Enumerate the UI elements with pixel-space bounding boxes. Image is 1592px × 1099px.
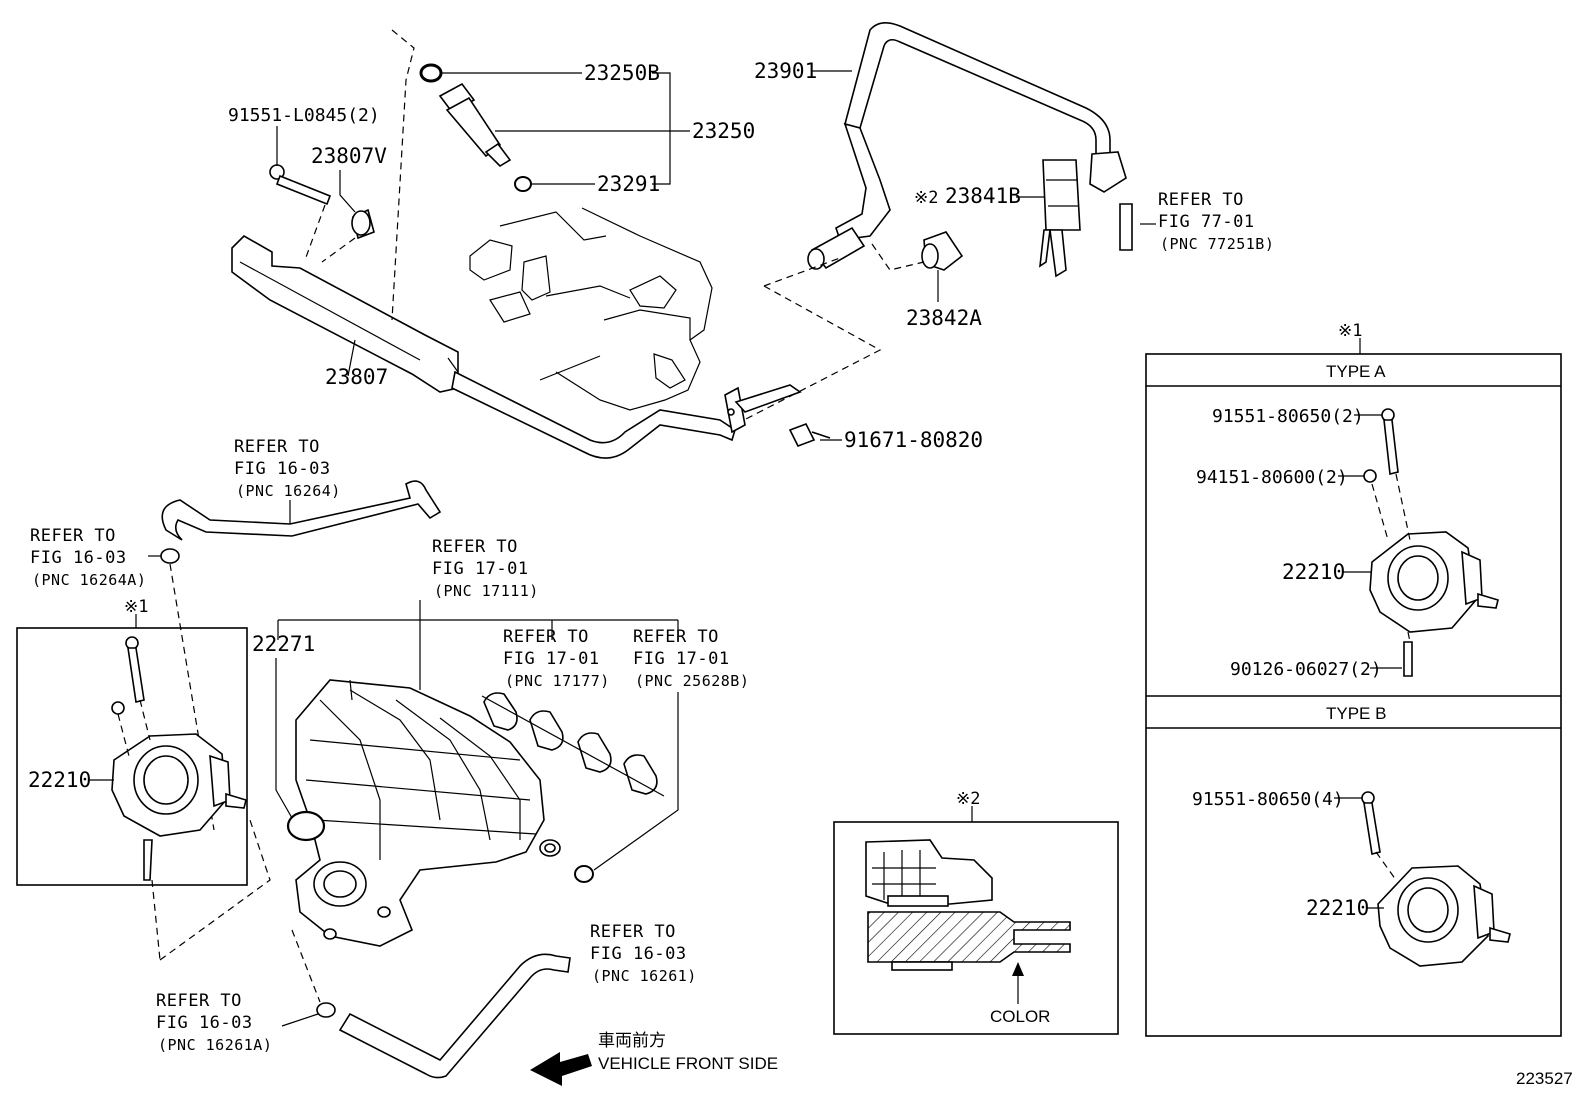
connector-23841b[interactable] bbox=[1039, 159, 1081, 278]
hose-end-77251b bbox=[1119, 203, 1133, 251]
type-a-title: TYPE A bbox=[1326, 362, 1386, 381]
label-91671-80820: 91671-80820 bbox=[844, 428, 983, 452]
throttle-types-box bbox=[1145, 353, 1562, 1037]
gasket-22271[interactable] bbox=[286, 810, 326, 842]
ref-77-line1: REFER TO bbox=[1158, 190, 1244, 210]
label-22210-type-a: 22210 bbox=[1282, 560, 1345, 584]
injector-o-ring-23250b[interactable] bbox=[419, 63, 443, 83]
throttle-body-22210-type-a[interactable] bbox=[1363, 408, 1499, 677]
ref-17111-line3: (PNC 17111) bbox=[434, 582, 539, 600]
bolt-91551-l0845[interactable] bbox=[269, 164, 332, 206]
mark-23841b: ※2 bbox=[914, 188, 938, 208]
ref-25628b-line3: (PNC 25628B) bbox=[635, 672, 749, 690]
hose-16261 bbox=[338, 953, 571, 1079]
fuel-delivery-pipe-23807[interactable] bbox=[231, 235, 802, 459]
label-22271: 22271 bbox=[252, 632, 315, 656]
figure-id: 223527 bbox=[1516, 1069, 1573, 1088]
collar-23807v[interactable] bbox=[351, 208, 375, 240]
label-22210-type-b: 22210 bbox=[1306, 896, 1369, 920]
bolt-91671-80820[interactable] bbox=[788, 422, 831, 448]
vehicle-front-arrow-icon bbox=[530, 1052, 592, 1086]
color-detail-box bbox=[833, 821, 1119, 1035]
clamp-16264a bbox=[160, 548, 180, 564]
ref-16261a-line2: FIG 16-03 bbox=[156, 1013, 253, 1033]
ref-16261-line3: (PNC 16261) bbox=[592, 967, 697, 985]
ref-16261a-line3: (PNC 16261A) bbox=[158, 1036, 272, 1054]
ref-77-line3: (PNC 77251B) bbox=[1160, 235, 1274, 253]
label-91551-80650-a: 91551-80650(2) bbox=[1212, 406, 1364, 427]
ref-77-line2: FIG 77-01 bbox=[1158, 212, 1255, 232]
label-91551-l0845: 91551-L0845(2) bbox=[228, 105, 380, 126]
ref-16264a-line2: FIG 16-03 bbox=[30, 548, 127, 568]
throttle-box-left bbox=[16, 627, 248, 886]
o-ring-25628b bbox=[574, 865, 594, 883]
color-label: COLOR bbox=[990, 1007, 1050, 1026]
fuel-injector-23250[interactable] bbox=[438, 82, 512, 168]
clip-23842a[interactable] bbox=[921, 231, 964, 271]
throttle-body-22210-type-b[interactable] bbox=[1361, 791, 1511, 967]
intake-manifold-17111 bbox=[295, 679, 545, 947]
ref-16264-line2: FIG 16-03 bbox=[234, 459, 331, 479]
type-b-title: TYPE B bbox=[1326, 704, 1386, 723]
mark1-left: ※1 bbox=[124, 597, 148, 617]
ref-17177-line3: (PNC 17177) bbox=[505, 672, 610, 690]
ref-16264a-line3: (PNC 16264A) bbox=[32, 571, 146, 589]
ref-25628b-line1: REFER TO bbox=[633, 627, 719, 647]
label-23841b: 23841B bbox=[945, 184, 1021, 208]
color-marking-hatched bbox=[867, 911, 1071, 971]
fuel-hose-23901[interactable] bbox=[807, 22, 1127, 270]
ref-17177-line2: FIG 17-01 bbox=[503, 649, 600, 669]
ref-17111-line2: FIG 17-01 bbox=[432, 559, 529, 579]
direction-en: VEHICLE FRONT SIDE bbox=[598, 1054, 778, 1073]
ref-16264-line1: REFER TO bbox=[234, 437, 320, 457]
throttle-body-22210-left[interactable] bbox=[111, 636, 247, 881]
label-23807: 23807 bbox=[325, 365, 388, 389]
engine-head-context bbox=[469, 207, 713, 411]
clamp-16261a bbox=[316, 1002, 336, 1018]
color-pointer-arrow-icon bbox=[1012, 962, 1024, 1004]
label-23807v: 23807V bbox=[311, 144, 387, 168]
ref-16264a-line1: REFER TO bbox=[30, 526, 116, 546]
intake-gasket-17177 bbox=[481, 692, 665, 857]
label-22210-left: 22210 bbox=[28, 768, 91, 792]
ref-16261-line1: REFER TO bbox=[590, 922, 676, 942]
label-90126-06027-a: 90126-06027(2) bbox=[1230, 659, 1382, 680]
label-23842a: 23842A bbox=[906, 306, 982, 330]
hose-16264 bbox=[161, 480, 442, 541]
mark1-title: ※1 bbox=[1338, 321, 1362, 341]
ref-16264-line3: (PNC 16264) bbox=[236, 482, 341, 500]
label-23291: 23291 bbox=[597, 172, 660, 196]
injector-seal-23291[interactable] bbox=[514, 176, 532, 192]
direction-jp: 車両前方 bbox=[598, 1031, 666, 1050]
label-23901: 23901 bbox=[754, 59, 817, 83]
ref-17111-line1: REFER TO bbox=[432, 537, 518, 557]
label-23250b: 23250B bbox=[584, 61, 660, 85]
ref-16261-line2: FIG 16-03 bbox=[590, 944, 687, 964]
connector-color-detail bbox=[865, 839, 993, 907]
ref-16261a-line1: REFER TO bbox=[156, 991, 242, 1011]
label-94151-80600-a: 94151-80600(2) bbox=[1196, 467, 1348, 488]
ref-17177-line1: REFER TO bbox=[503, 627, 589, 647]
ref-25628b-line2: FIG 17-01 bbox=[633, 649, 730, 669]
mark2-title: ※2 bbox=[956, 789, 980, 809]
label-91551-80650-b: 91551-80650(4) bbox=[1192, 789, 1344, 810]
label-23250: 23250 bbox=[692, 119, 755, 143]
